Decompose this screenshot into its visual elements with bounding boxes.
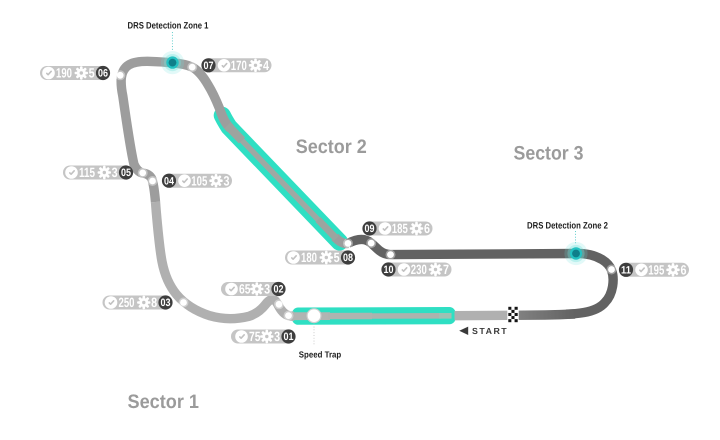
- svg-text:10: 10: [384, 264, 394, 276]
- svg-text:Sector 1: Sector 1: [128, 391, 200, 413]
- svg-text:Sector 3: Sector 3: [514, 143, 584, 165]
- svg-text:Speed Trap: Speed Trap: [299, 350, 342, 360]
- svg-text:5: 5: [89, 66, 95, 81]
- svg-text:08: 08: [343, 252, 353, 264]
- svg-text:105: 105: [191, 173, 207, 188]
- svg-text:DRS Detection Zone 1: DRS Detection Zone 1: [128, 21, 209, 31]
- svg-text:DRS Detection Zone 2: DRS Detection Zone 2: [527, 221, 608, 231]
- svg-text:7: 7: [443, 262, 449, 277]
- svg-text:170: 170: [231, 58, 247, 73]
- svg-text:190: 190: [56, 66, 72, 81]
- svg-text:180: 180: [301, 250, 317, 265]
- svg-text:Sector 2: Sector 2: [296, 136, 367, 158]
- svg-text:65: 65: [239, 282, 251, 297]
- svg-text:03: 03: [161, 297, 171, 309]
- svg-text:115: 115: [79, 165, 95, 180]
- svg-text:185: 185: [392, 221, 408, 236]
- svg-text:4: 4: [263, 58, 269, 73]
- svg-text:3: 3: [112, 165, 118, 180]
- svg-text:8: 8: [151, 295, 157, 310]
- svg-text:02: 02: [274, 284, 284, 296]
- svg-text:START: START: [472, 326, 508, 336]
- svg-text:3: 3: [264, 282, 270, 297]
- svg-text:195: 195: [648, 263, 664, 278]
- svg-text:06: 06: [98, 68, 108, 80]
- svg-text:5: 5: [334, 250, 340, 265]
- svg-text:6: 6: [681, 263, 687, 278]
- svg-text:07: 07: [204, 60, 214, 72]
- svg-text:09: 09: [365, 223, 375, 235]
- svg-text:3: 3: [274, 329, 280, 344]
- svg-text:05: 05: [121, 167, 131, 179]
- svg-text:75: 75: [249, 329, 261, 344]
- svg-text:04: 04: [164, 175, 174, 187]
- svg-text:01: 01: [284, 331, 294, 343]
- svg-text:6: 6: [424, 221, 430, 236]
- svg-text:11: 11: [621, 264, 631, 276]
- svg-text:250: 250: [119, 295, 135, 310]
- svg-text:230: 230: [411, 262, 427, 277]
- svg-text:3: 3: [224, 173, 230, 188]
